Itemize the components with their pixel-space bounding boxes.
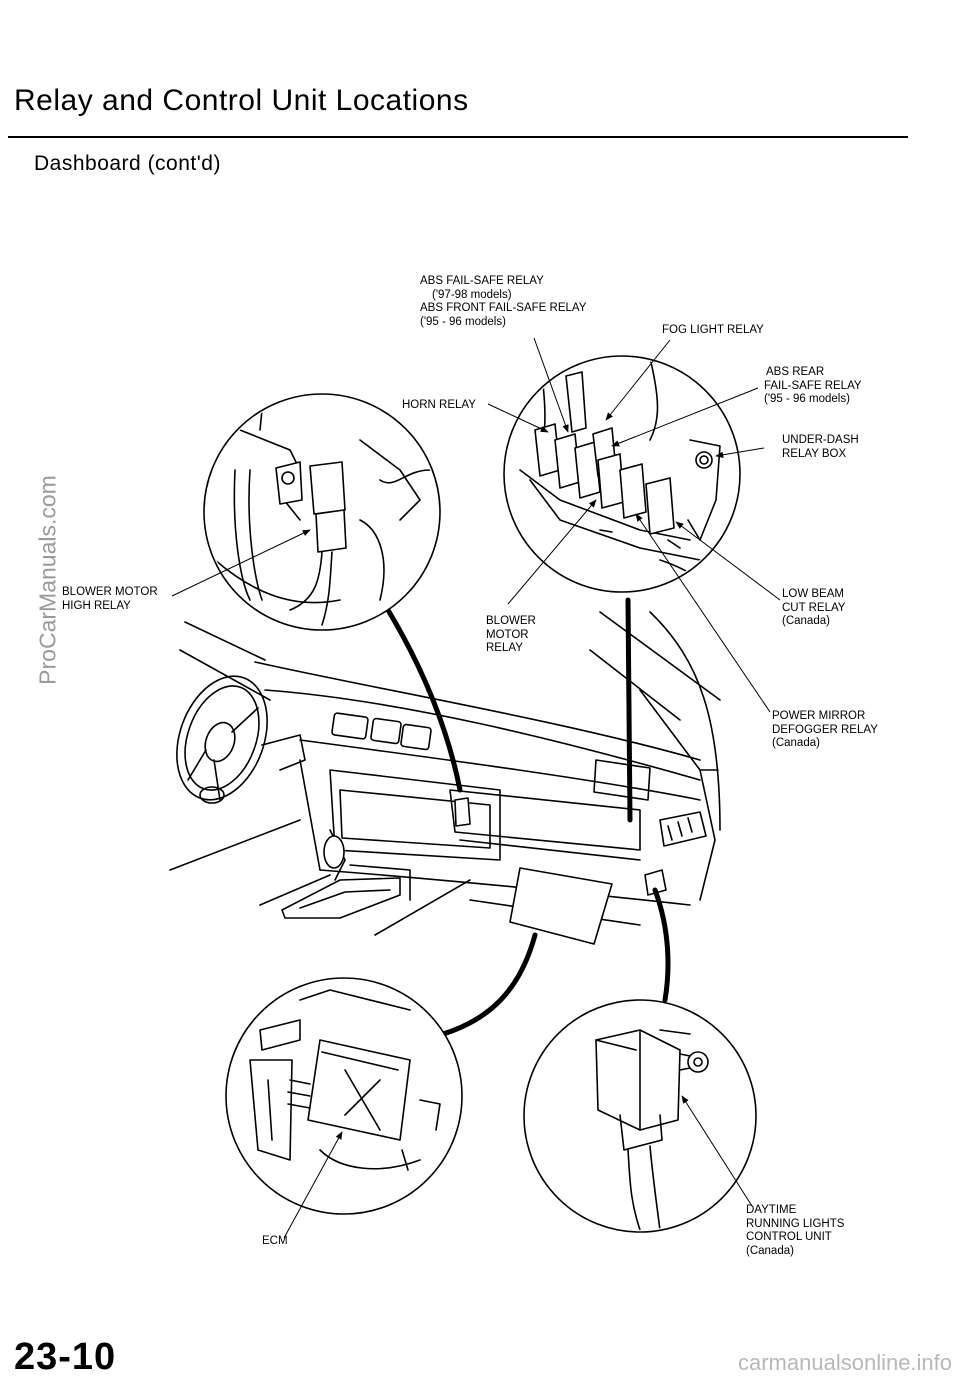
leader-relay-box-circle — [625, 597, 633, 823]
leader-abs-rear — [611, 387, 759, 447]
leader-ecm-circle — [437, 932, 538, 1038]
label-ecm: ECM — [262, 1235, 288, 1247]
label-blower-motor-relay: BLOWER MOTOR RELAY — [486, 615, 536, 654]
leader-blower-high — [171, 529, 311, 597]
detail-circle-relay-box — [503, 355, 741, 593]
detail-circle-drl — [523, 999, 757, 1233]
side-watermark: ProCarManuals.com — [34, 475, 61, 685]
leader-power-mirror — [635, 513, 771, 713]
label-blower-motor-high-relay: BLOWER MOTOR HIGH RELAY — [62, 586, 158, 612]
leader-under-dash — [715, 447, 765, 458]
leader-drl-circle — [652, 887, 671, 1003]
detail-circle-ecm — [225, 977, 463, 1215]
dashboard-drawing — [169, 611, 721, 945]
leader-horn — [487, 403, 549, 433]
leader-drl — [681, 1095, 753, 1207]
leader-fog-light — [605, 339, 671, 421]
label-horn-relay: HORN RELAY — [402, 399, 476, 411]
label-under-dash-relay-box: UNDER-DASH RELAY BOX — [782, 434, 859, 460]
leader-abs-failsafe — [533, 337, 569, 433]
label-power-mirror-defogger-relay: POWER MIRROR DEFOGGER RELAY (Canada) — [772, 710, 878, 749]
leader-blower-motor — [507, 499, 597, 605]
label-daytime-running-lights-unit: DAYTIME RUNNING LIGHTS CONTROL UNIT (Can… — [746, 1204, 845, 1257]
detail-circle-blower-high — [203, 393, 441, 631]
page-title: Relay and Control Unit Locations — [14, 84, 469, 117]
label-abs-failsafe-relay: ABS FAIL-SAFE RELAY ('97-98 models) ABS … — [420, 275, 587, 328]
title-rule — [8, 136, 908, 138]
label-low-beam-cut-relay: LOW BEAM CUT RELAY (Canada) — [782, 588, 846, 627]
page-number: 23-10 — [14, 1336, 117, 1378]
label-fog-light-relay: FOG LIGHT RELAY — [662, 324, 764, 336]
leader-blower-high-circle — [385, 607, 463, 793]
leader-lines — [171, 337, 781, 1239]
footer-watermark: carmanualsonline.info — [738, 1350, 953, 1375]
leader-ecm — [283, 1131, 343, 1239]
leader-low-beam — [675, 521, 781, 601]
section-subtitle: Dashboard (cont'd) — [34, 152, 221, 175]
label-abs-rear-relay: ABS REAR FAIL-SAFE RELAY ('95 - 96 model… — [764, 366, 862, 405]
